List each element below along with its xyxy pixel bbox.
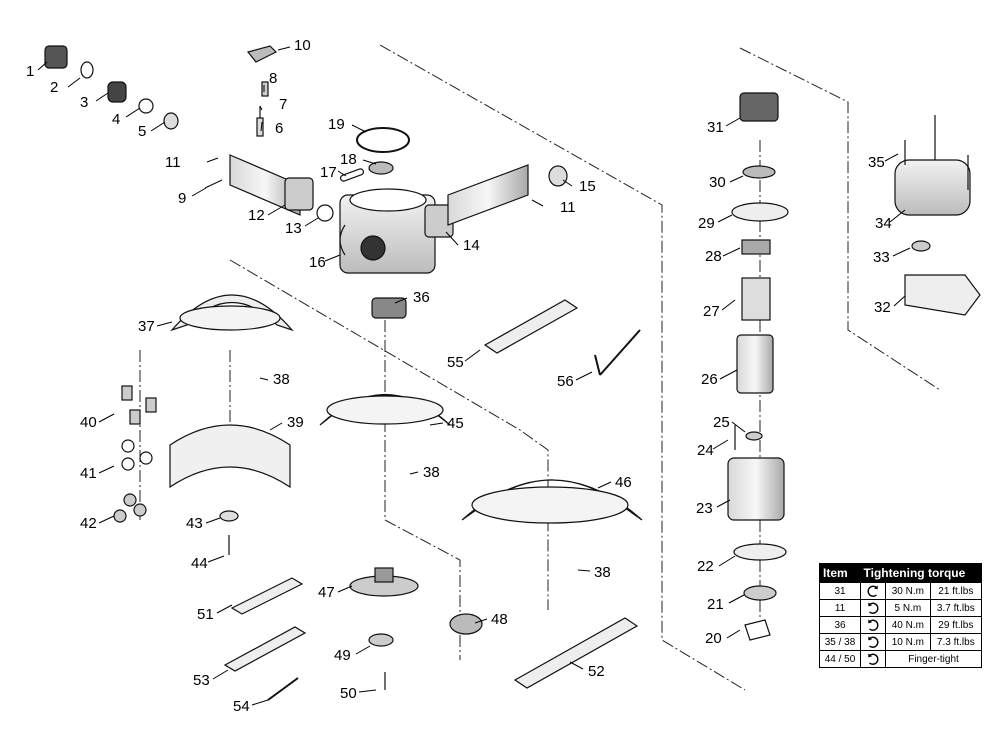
part-label-34: 34 [875, 215, 892, 232]
part-label-29: 29 [698, 215, 715, 232]
part-label-11: 11 [165, 154, 181, 171]
part-label-56: 56 [557, 373, 574, 390]
row-ftlbs: 7.3 ft.lbs [929, 633, 983, 651]
part-label-17: 17 [320, 164, 337, 181]
part-label-38: 38 [423, 464, 440, 481]
leader-lines [37, 46, 911, 706]
part-label-43: 43 [186, 515, 203, 532]
clockwise-arrow-icon [868, 653, 879, 665]
part-label-5: 5 [138, 123, 146, 140]
torque-row-44-50: 44 / 50 Finger-tight [818, 650, 982, 668]
tightening-torque-table: Item Tightening torque 31 30 N.m 21 ft.l… [818, 563, 983, 668]
part-label-10: 10 [294, 37, 311, 54]
torque-row-36: 36 40 N.m 29 ft.lbs [818, 616, 983, 634]
row-nm: 40 N.m [885, 616, 931, 634]
row-item: 36 [818, 616, 862, 634]
part-label-9: 9 [178, 190, 186, 207]
part-label-31: 31 [707, 119, 724, 136]
part-label-54: 54 [233, 698, 250, 715]
part-label-21: 21 [707, 596, 724, 613]
part-label-44: 44 [191, 555, 208, 572]
part-label-49: 49 [334, 647, 351, 664]
part-label-53: 53 [193, 672, 210, 689]
torque-row-35-38: 35 / 38 10 N.m 7.3 ft.lbs [818, 633, 983, 651]
part-label-3: 3 [80, 94, 88, 111]
torque-row-11: 11 5 N.m 3.7 ft.lbs [818, 599, 983, 617]
header-item: Item [819, 563, 861, 583]
row-ftlbs: 29 ft.lbs [929, 616, 983, 634]
part-label-25: 25 [713, 414, 730, 431]
row-item: 35 / 38 [818, 633, 862, 651]
part-label-1: 1 [26, 63, 34, 80]
row-item: 31 [818, 582, 862, 600]
torque-row-31: 31 30 N.m 21 ft.lbs [818, 582, 983, 600]
row-item: 44 / 50 [818, 650, 862, 668]
clockwise-arrow-icon [868, 602, 879, 614]
part-label-13: 13 [285, 220, 302, 237]
part-label-14: 14 [463, 237, 480, 254]
part-label-50: 50 [340, 685, 357, 702]
part-label-2: 2 [50, 79, 58, 96]
part-label-38: 38 [594, 564, 611, 581]
part-label-24: 24 [697, 442, 714, 459]
row-item: 11 [818, 599, 862, 617]
part-label-51: 51 [197, 606, 214, 623]
part-label-41: 41 [80, 465, 97, 482]
clockwise-arrow-icon [868, 636, 879, 648]
part-label-45: 45 [447, 415, 464, 432]
part-label-6: 6 [275, 120, 283, 137]
part-label-15: 15 [579, 178, 596, 195]
part-label-23: 23 [696, 500, 713, 517]
part-label-40: 40 [80, 414, 97, 431]
row-ftlbs: 21 ft.lbs [929, 582, 983, 600]
part-label-48: 48 [491, 611, 508, 628]
part-label-19: 19 [328, 116, 345, 133]
part-label-18: 18 [340, 151, 357, 168]
part-label-39: 39 [287, 414, 304, 431]
part-label-47: 47 [318, 584, 335, 601]
clockwise-arrow-icon [868, 619, 879, 631]
part-label-11: 11 [560, 199, 576, 216]
part-label-30: 30 [709, 174, 726, 191]
row-ftlbs: 3.7 ft.lbs [929, 599, 983, 617]
part-label-8: 8 [269, 70, 277, 87]
counterclockwise-arrow-icon [867, 585, 878, 597]
part-label-20: 20 [705, 630, 722, 647]
part-label-7: 7 [279, 96, 287, 113]
part-label-46: 46 [615, 474, 632, 491]
part-label-12: 12 [248, 207, 265, 224]
part-label-16: 16 [309, 254, 326, 271]
torque-table-header: Item Tightening torque [819, 563, 982, 583]
row-nm: 5 N.m [885, 599, 931, 617]
part-label-33: 33 [873, 249, 890, 266]
part-label-42: 42 [80, 515, 97, 532]
part-label-4: 4 [112, 111, 120, 128]
part-artwork [44, 45, 981, 701]
part-label-26: 26 [701, 371, 718, 388]
part-label-37: 37 [138, 318, 155, 335]
header-tightening-torque: Tightening torque [860, 563, 982, 583]
part-label-35: 35 [868, 154, 885, 171]
row-nm: 30 N.m [885, 582, 931, 600]
part-label-32: 32 [874, 299, 891, 316]
row-finger-tight: Finger-tight [885, 650, 982, 668]
part-label-38: 38 [273, 371, 290, 388]
part-label-27: 27 [703, 303, 720, 320]
part-label-28: 28 [705, 248, 722, 265]
part-label-36: 36 [413, 289, 430, 306]
part-label-52: 52 [588, 663, 605, 680]
part-label-22: 22 [697, 558, 714, 575]
row-nm: 10 N.m [885, 633, 931, 651]
part-label-55: 55 [447, 354, 464, 371]
